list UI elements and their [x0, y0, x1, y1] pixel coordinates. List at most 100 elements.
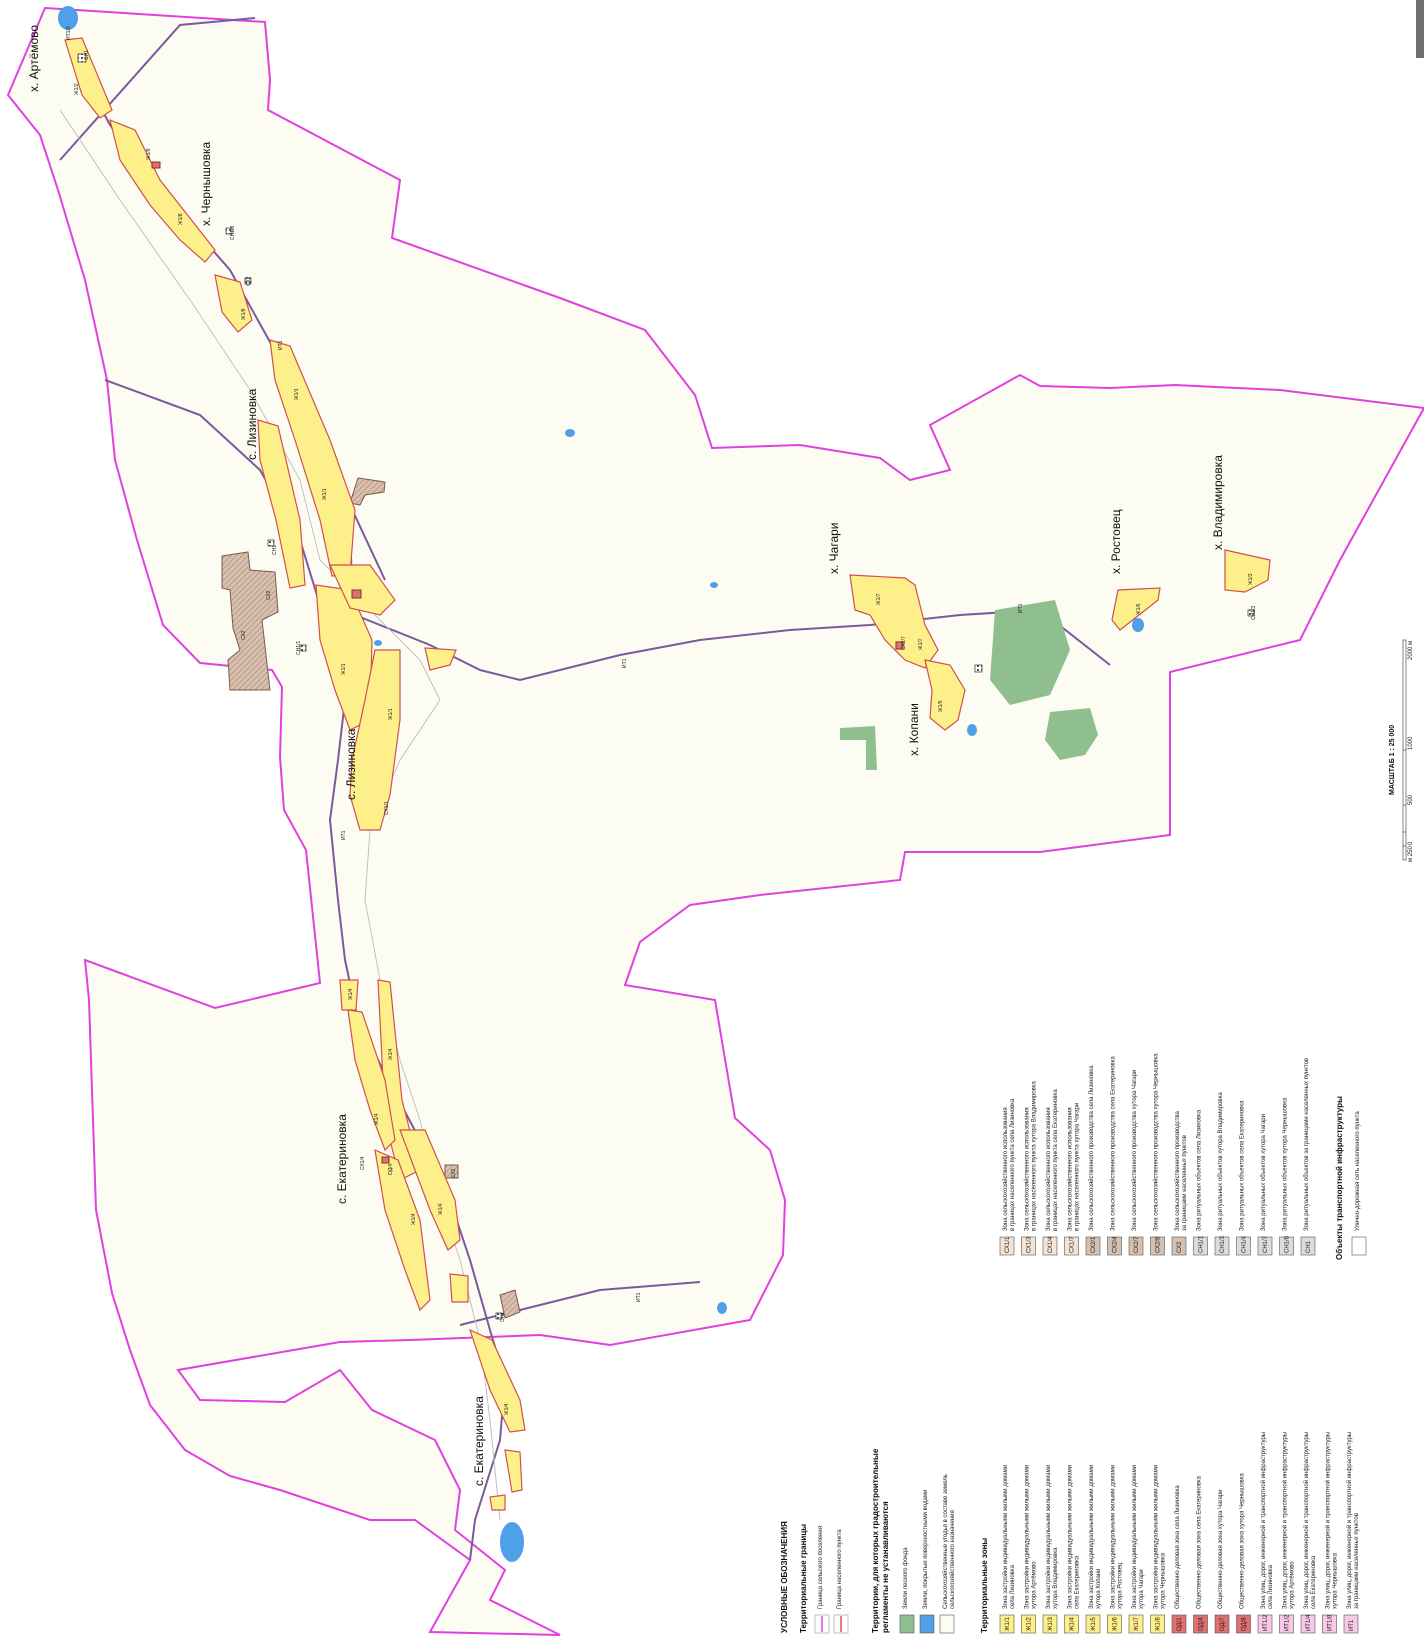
- water-bodies: [58, 6, 1144, 1562]
- village-label: с. Екатериновка: [472, 1396, 486, 1486]
- legend-label: в границах населенного пункта села Екате…: [1053, 1089, 1059, 1231]
- zone-label: Ж1/8: [146, 148, 152, 160]
- legend-transport-title: Объекты транспортной инфраструктуры: [1335, 1096, 1344, 1260]
- legend-label: Зона улиц, дорог, инженерной и транспорт…: [1282, 1432, 1289, 1609]
- village-label: с. Лизиновка: [245, 388, 259, 460]
- zone-label: СХ1/1: [384, 801, 390, 815]
- legend-label: Зона улиц, дорог, инженерной и транспорт…: [1303, 1432, 1310, 1609]
- legend-swatch: [1171, 1236, 1187, 1256]
- legend-code: СХ2/7: [1134, 1236, 1140, 1253]
- legend-label: хутора Чернышовка: [1161, 1552, 1167, 1609]
- legend-label: Зона сельскохозяйственного производства: [1174, 1110, 1181, 1231]
- legend-label: села Лизиновка: [1010, 1564, 1016, 1609]
- legend-code: ОД/8: [1242, 1617, 1248, 1631]
- legend-swatch: [1128, 1614, 1144, 1634]
- legend-swatch: [1279, 1236, 1294, 1256]
- legend-code: ОД/1: [1177, 1617, 1183, 1631]
- scale-tick: 500: [1408, 794, 1414, 805]
- legend-code: Ж1/8: [1156, 1616, 1162, 1631]
- zone-label: Ж1/1: [294, 388, 300, 400]
- legend-label: Зона сельскохозяйственного использования: [1045, 1107, 1052, 1231]
- legend-code: Ж1/6: [1113, 1616, 1119, 1631]
- legend-label: села Екатериновка: [1075, 1555, 1081, 1609]
- legend-label: Общественно-деловая зона хутора Чернышов…: [1240, 1473, 1246, 1609]
- scale-tick: 2000 м: [1408, 641, 1414, 660]
- legend-swatch: [1042, 1236, 1058, 1256]
- scale-tick: 0: [1408, 841, 1414, 845]
- legend-code: Ж1/1: [1005, 1616, 1011, 1631]
- legend-title: УСЛОВНЫЕ ОБОЗНАЧЕНИЯ: [780, 1521, 789, 1633]
- scale-tick: м 250: [1408, 846, 1414, 862]
- legend-label: в границах населенного пункта хутора Вла…: [1032, 1080, 1038, 1231]
- legend-swatch: [1171, 1614, 1187, 1634]
- village-label: х. Чернышовка: [199, 142, 213, 226]
- legend-swatch: [1214, 1236, 1230, 1256]
- legend-label: Зона ритуальных объектов хутора Владимир…: [1218, 1092, 1224, 1231]
- legend-swatch: [1128, 1236, 1144, 1256]
- legend-swatch: [1107, 1614, 1122, 1634]
- legend-code: Ж1/5: [1091, 1616, 1097, 1631]
- legend-nonreg-title: Территории, для которых градостроительны…: [871, 1448, 880, 1633]
- legend-label: Зона улиц, дорог, инженерной и транспорт…: [1325, 1432, 1332, 1609]
- legend-swatch: [1214, 1614, 1230, 1634]
- legend-swatch: [1193, 1236, 1208, 1256]
- legend-swatch: [919, 1614, 935, 1634]
- zone-label: Ж1/1: [322, 488, 328, 500]
- legend-swatch: [1150, 1614, 1165, 1634]
- legend-code: ИТ1/2: [1285, 1614, 1291, 1631]
- zone-label: Ж1/4: [348, 988, 354, 1000]
- zone-label: Ж1/4: [388, 1048, 394, 1060]
- legend-label: Граница сельского поселения: [818, 1526, 824, 1609]
- village-label: х. Копани: [907, 703, 921, 756]
- legend-label: Зона сельскохозяйственного производства …: [1131, 1070, 1138, 1231]
- legend-swatch: [939, 1614, 955, 1634]
- legend-swatch: [1351, 1236, 1367, 1256]
- legend-swatch: [1107, 1236, 1122, 1256]
- zone-label: СН1: [272, 545, 278, 555]
- legend-label: хутора Чернышовка: [1333, 1552, 1339, 1609]
- legend-label: Общественно-деловая зона села Екатеринов…: [1197, 1475, 1203, 1609]
- business-zones: [151, 161, 904, 1164]
- legend-label: хутора Копани: [1096, 1569, 1102, 1609]
- zone-labels: Ж1/2 ИТ1/2 СН1 Ж1/8 Ж1/8 СН1/8 СХ2 Ж1/8 …: [66, 26, 1257, 1415]
- legend-label: Зона ритуальных объектов села Лизиновка: [1197, 1109, 1203, 1231]
- zone-label: ИТ1: [622, 658, 628, 668]
- zone-label: СН1/3: [1251, 606, 1257, 620]
- legend-label: Зона сельскохозяйственного использования: [1067, 1107, 1074, 1231]
- legend-nonreg-title: регламенты не устанавливаются: [881, 1501, 890, 1633]
- zone-label: ОД/4: [388, 1163, 394, 1175]
- zone-label: Ж1/5: [938, 700, 944, 712]
- legend-swatch: [1064, 1614, 1079, 1634]
- zone-label: СН1/8: [230, 226, 236, 240]
- zone-label: СХ2: [266, 590, 272, 600]
- legend-swatch: [1042, 1614, 1058, 1634]
- zone-label: ИТ1: [1018, 603, 1024, 613]
- legend-swatch: [1300, 1236, 1316, 1256]
- legend-label: Зона застройки индивидуальными жилыми до…: [1088, 1465, 1095, 1609]
- zone-label: СН1: [500, 1312, 506, 1322]
- legend-code: СХ2/4: [1113, 1236, 1119, 1253]
- vertical-scrollbar[interactable]: [1416, 0, 1424, 58]
- legend-label: Зона сельскохозяйственного производства …: [1110, 1056, 1117, 1231]
- legend-label: хутора Чагари: [1139, 1569, 1145, 1609]
- zone-label: Ж1/8: [241, 308, 247, 320]
- legend-code: СН1/1: [1199, 1235, 1205, 1253]
- legend-label: Общественно-деловая зона села Лизиновка: [1175, 1485, 1181, 1609]
- legend-code: Ж1/3: [1048, 1616, 1054, 1631]
- zone-label: Ж1/1: [388, 708, 394, 720]
- forest-areas: [840, 600, 1098, 770]
- legend-code: СН1/4: [1242, 1235, 1248, 1253]
- production-zones: [221, 477, 521, 1319]
- legend-code: СХ1/1: [1005, 1236, 1011, 1253]
- legend-code: СХ2/8: [1156, 1236, 1162, 1253]
- zone-label: ИТ1: [278, 340, 284, 350]
- legend-code: СН1/3: [1220, 1235, 1226, 1253]
- legend-swatch: [999, 1614, 1015, 1634]
- legend-swatch: [1257, 1614, 1273, 1634]
- legend-code: Ж1/4: [1070, 1616, 1076, 1631]
- legend-label: хутора Артёмово: [1032, 1561, 1038, 1609]
- legend-label: хутора Артёмово: [1290, 1561, 1296, 1609]
- village-label: с. Екатериновка: [335, 1114, 349, 1204]
- zone-label: Ж1/2: [74, 83, 80, 95]
